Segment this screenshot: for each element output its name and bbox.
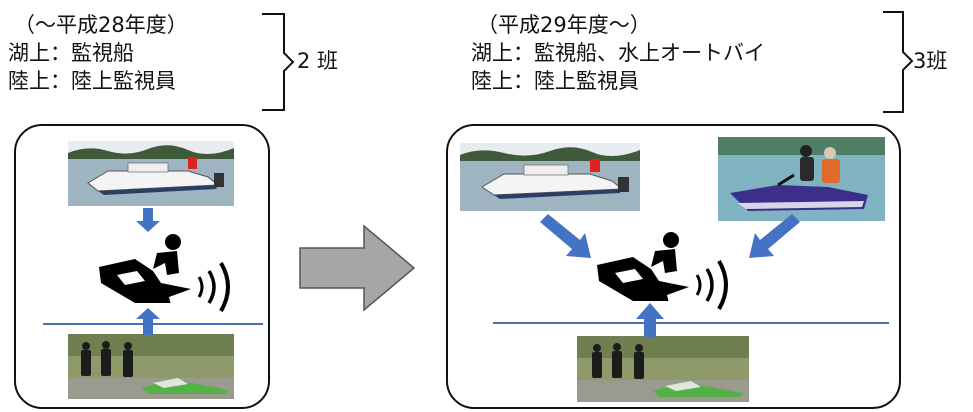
right-lake-label: 湖上：監視船、水上オートバイ [471,41,765,65]
left-down-arrow [136,208,160,232]
left-boat-photo [68,141,234,206]
right-land-label: 陸上：陸上監視員 [471,69,639,93]
right-diag-arrow-right [749,214,800,258]
right-jetski-photo [718,137,885,221]
right-guards-photo [577,336,749,402]
left-teams-label: 2 班 [297,49,339,73]
right-teams-label: 3班 [913,49,948,73]
right-period-label: （平成29年度～） [477,13,651,37]
left-up-arrow [136,308,160,335]
right-up-arrow [636,303,664,337]
left-guards-photo [68,334,234,399]
left-lake-label: 湖上：監視船 [8,41,134,65]
left-period-label: （～平成28年度） [14,13,188,37]
left-land-label: 陸上：陸上監視員 [8,69,176,93]
right-diag-arrow-left [540,214,591,258]
right-boat-photo [460,143,640,211]
